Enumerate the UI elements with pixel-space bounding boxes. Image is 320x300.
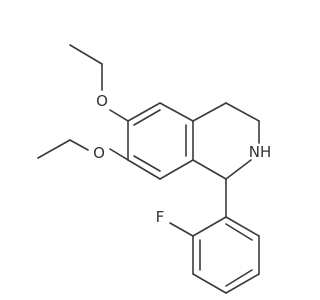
oxygen-top-label: O <box>96 92 108 110</box>
oxygen-bottom-label: O <box>93 144 105 162</box>
bond-c4a-c4 <box>192 102 227 122</box>
benzo-ring <box>127 102 194 180</box>
bond-ar1-ar2 <box>192 216 227 237</box>
double-bond-inner-2 <box>133 155 161 172</box>
bond-ar3-ar4 <box>192 273 227 294</box>
double-bond-aryl-3 <box>225 223 253 241</box>
bond-ar6-ar1 <box>225 216 260 237</box>
bond-c4a-c5 <box>127 102 161 122</box>
nitrogen-label: NH <box>249 143 272 161</box>
bond-o-ch2-bottom <box>69 139 89 151</box>
bond-c6-o <box>109 109 129 122</box>
bond-ch2-ch3-top <box>69 44 103 65</box>
bond-c1-c8a <box>192 159 227 180</box>
bond-c8a-c4a <box>159 102 194 122</box>
ethoxy-bottom <box>37 139 129 161</box>
molecule-drawing: O O NH F <box>37 44 272 294</box>
bond-c7-c8 <box>159 159 194 180</box>
bond-c7-o <box>109 148 129 161</box>
double-bond-inner-1 <box>133 109 161 126</box>
bond-c4-c3 <box>225 102 260 122</box>
fluorophenyl-ring <box>169 178 260 294</box>
bond-ar4-ar5 <box>225 273 260 294</box>
piperidine-ring <box>192 102 260 180</box>
bond-n2-c1 <box>225 159 252 180</box>
bond-ch2-ch3-bottom <box>37 139 71 159</box>
fluorine-label: F <box>156 208 165 226</box>
bond-ar2-f <box>169 222 194 237</box>
double-bond-aryl-2 <box>225 269 253 287</box>
structure-canvas: O O NH F <box>37 44 272 294</box>
bond-c6-c7 <box>127 159 161 180</box>
ethoxy-top <box>69 44 129 122</box>
